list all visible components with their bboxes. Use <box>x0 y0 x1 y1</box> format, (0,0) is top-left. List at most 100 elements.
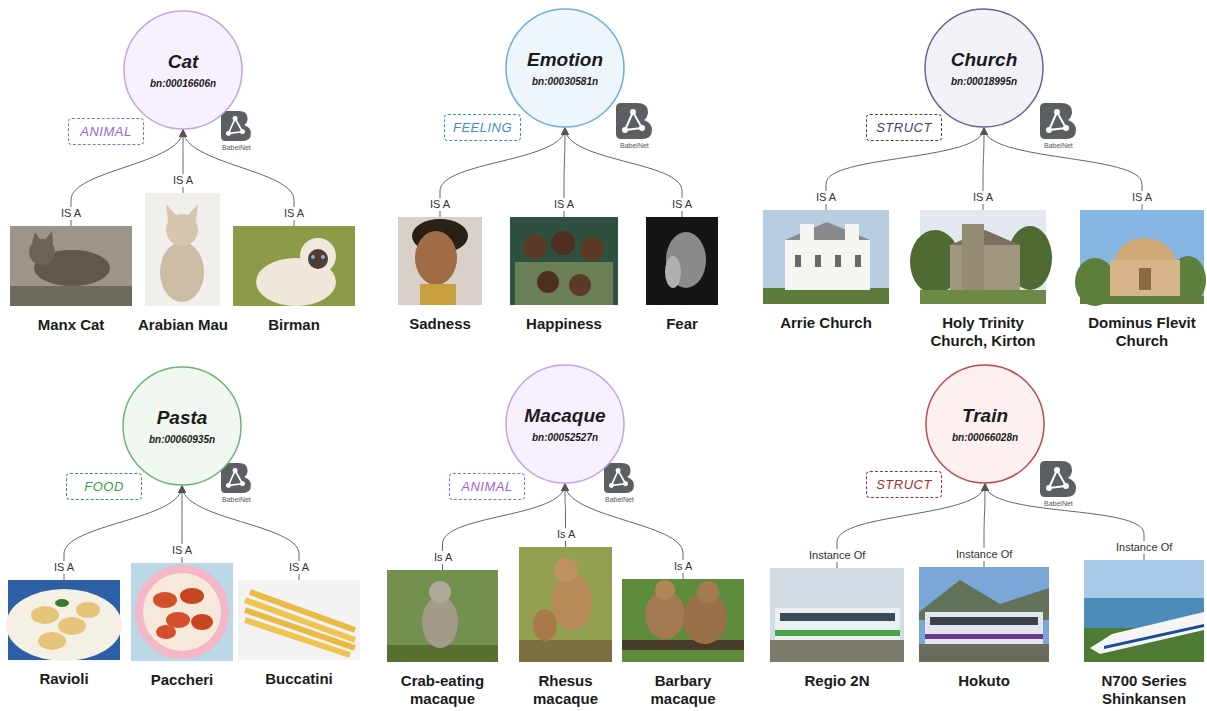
logo-caption: BabelNet <box>620 141 649 150</box>
photo-buccatini <box>238 580 360 660</box>
photo-crab-eating <box>387 570 498 662</box>
concept-circle: Train bn:00066028n <box>925 364 1045 484</box>
photo-regio <box>770 568 904 662</box>
circle-text: Macaquebn:00052527n <box>505 364 625 484</box>
photo-frame <box>646 217 718 305</box>
logo-caption: BabelNet <box>222 495 251 504</box>
instance-box: N700 Series Shinkansen <box>1084 560 1204 708</box>
edge-label: Is A <box>432 551 454 564</box>
edge-label: IS A <box>171 174 195 187</box>
circle-shape <box>926 365 1044 483</box>
babelnet-id: bn:00016606n <box>150 77 216 90</box>
instance-box: Holy Trinity Church, Kirton <box>920 210 1046 350</box>
photo-frame <box>622 579 744 662</box>
instance-box: Sadness <box>398 217 482 333</box>
photo-frame <box>763 210 889 304</box>
category-tag: ANIMAL <box>449 473 525 500</box>
instance-caption: Regio 2N <box>770 672 904 690</box>
circle-shape <box>925 9 1043 127</box>
is-a-connector <box>440 128 565 217</box>
edge-label: IS A <box>971 191 995 204</box>
category-tag: FOOD <box>66 473 142 500</box>
edge-label: IS A <box>552 198 576 211</box>
logo-caption: BabelNet <box>1044 141 1073 150</box>
instance-caption: Holy Trinity Church, Kirton <box>920 314 1046 350</box>
babelnet-id: bn:00018995n <box>951 75 1017 88</box>
babelnet-id: bn:00030581n <box>532 75 598 88</box>
photo-ravioli <box>6 580 122 661</box>
babelnet-id: bn:00052527n <box>532 431 598 444</box>
concept-title: Emotion <box>527 49 603 71</box>
instance-box: Arabian Mau <box>128 193 238 334</box>
circle-shape <box>506 365 624 483</box>
instance-box: Regio 2N <box>770 568 904 690</box>
babelnet-id: bn:00060935n <box>149 433 215 446</box>
photo-hokuto <box>919 567 1049 662</box>
instance-caption: Manx Cat <box>10 316 132 334</box>
photo-frame <box>10 226 132 306</box>
concept-title: Train <box>962 405 1008 427</box>
instance-caption: Happiness <box>510 315 618 333</box>
circle-text: Churchbn:00018995n <box>924 8 1044 128</box>
concept-circle: Macaquebn:00052527n <box>505 364 625 484</box>
circle-text: Train bn:00066028n <box>925 364 1045 484</box>
photo-frame <box>131 563 233 661</box>
circle-shape <box>506 9 624 127</box>
instance-box: Hokuto <box>919 567 1049 690</box>
instance-caption: Dominus Flevit Church <box>1080 314 1204 350</box>
edge-label: IS A <box>428 198 452 211</box>
is-a-connector <box>183 130 294 226</box>
is-a-connector <box>565 128 682 217</box>
photo-frame <box>238 580 360 660</box>
photo-n700 <box>1084 560 1204 662</box>
category-text: STRUCT <box>875 115 933 140</box>
edge-label: IS A <box>670 198 694 211</box>
photo-frame <box>519 547 612 662</box>
logo-caption: BabelNet <box>1044 499 1073 508</box>
instance-caption: Rhesus macaque <box>519 672 612 708</box>
concept-circle: Catbn:00016606n <box>123 10 243 130</box>
instance-caption: N700 Series Shinkansen <box>1084 672 1204 708</box>
babelnet-logos <box>221 103 1076 497</box>
is-a-connector <box>182 486 299 580</box>
instance-box: Ravioli <box>8 580 120 688</box>
instance-caption: Hokuto <box>919 672 1049 690</box>
photo-fear <box>646 217 718 305</box>
photo-frame <box>1080 210 1204 304</box>
photo-frame <box>398 217 482 305</box>
edge-label: Instance Of <box>807 549 867 562</box>
instance-caption: Arabian Mau <box>128 316 238 334</box>
instance-caption: Buccatini <box>238 670 360 688</box>
category-text: ANIMAL <box>77 119 135 144</box>
babelnet-id: bn:00066028n <box>952 431 1018 444</box>
instance-box: Arrie Church <box>763 210 889 332</box>
edge-label: IS A <box>814 191 838 204</box>
instance-caption: Paccheri <box>131 671 233 689</box>
category-text: ANIMAL <box>458 474 516 499</box>
category-text: STRUCT <box>875 472 933 497</box>
instance-box: Birman <box>233 226 355 334</box>
instance-box: Buccatini <box>238 580 360 688</box>
logo-caption: BabelNet <box>605 495 634 504</box>
photo-frame <box>1084 560 1204 662</box>
is-a-connector <box>64 486 182 580</box>
photo-rhesus <box>519 547 612 662</box>
concept-title: Pasta <box>157 407 208 429</box>
logo-caption: BabelNet <box>222 143 251 152</box>
instance-caption: Fear <box>646 315 718 333</box>
photo-arabian-mau <box>145 193 220 306</box>
instance-box: Dominus Flevit Church <box>1080 210 1204 350</box>
photo-paccheri <box>131 563 233 661</box>
edge-label: Is A <box>555 528 577 541</box>
instance-box: Fear <box>646 217 718 333</box>
instance-box: Rhesus macaque <box>519 547 612 708</box>
concept-circle: Pasta bn:00060935n <box>122 366 242 486</box>
photo-frame <box>770 568 904 662</box>
edge-label: IS A <box>287 561 311 574</box>
edge-label: IS A <box>1130 191 1154 204</box>
category-text: FOOD <box>75 474 133 499</box>
instance-box: Happiness <box>510 217 618 333</box>
photo-holy-trinity <box>910 210 1052 304</box>
instance-caption: Birman <box>233 316 355 334</box>
